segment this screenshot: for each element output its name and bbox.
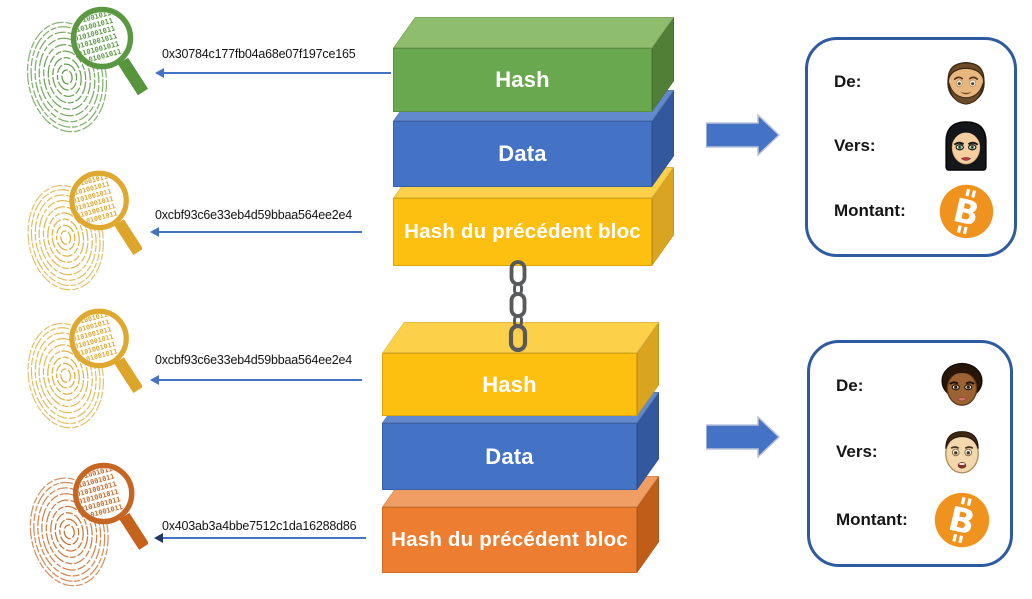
block-label: Hash du précédent bloc (391, 528, 628, 551)
transaction-from-row: De: (834, 55, 996, 109)
transaction-to-row: Vers: (834, 118, 996, 174)
block-bottom-layer-hash: Hash (382, 322, 660, 416)
hash-value: 0xcbf93c6e33eb4d59bbaa564ee2e4 (155, 353, 352, 367)
transaction-from-row: De: (836, 359, 992, 413)
left-arrow-icon (154, 533, 366, 543)
amount-label: Montant: (834, 201, 906, 220)
block-label: Hash (495, 67, 550, 92)
transaction-amount-row: Montant: B (836, 491, 992, 549)
from-label: De: (834, 71, 862, 91)
chain-link-icon (508, 260, 528, 352)
amount-label: Montant: (836, 509, 908, 529)
bitcoin-icon: B (936, 183, 996, 240)
block-bottom-layer-prev-hash: Hash du précédent bloc (382, 476, 660, 573)
woman-black-hair-face-icon (936, 118, 996, 174)
to-label: Vers: (834, 135, 876, 155)
right-arrow-icon (706, 114, 781, 156)
block-label: Hash du précédent bloc (404, 220, 641, 243)
block-top-face (393, 17, 675, 48)
man-beard-face-icon (936, 55, 996, 109)
hash-value: 0x403ab3a4bbe7512c1da16288d86 (162, 519, 357, 533)
to-label: Vers: (836, 441, 878, 461)
transaction-amount-row: Montant: B (834, 183, 996, 240)
hash-value: 0x30784c177fb04a68e07f197ce165 (162, 47, 356, 61)
block-top-layer-data: Data (393, 90, 675, 187)
transaction-to-row: Vers: (836, 424, 992, 480)
bitcoin-icon: B (932, 491, 992, 549)
transaction-card: De: Vers: (805, 37, 1017, 257)
block-label: Data (498, 141, 547, 166)
from-label: De: (836, 375, 864, 395)
left-arrow-icon (150, 227, 362, 237)
hash-value: 0xcbf93c6e33eb4d59bbaa564ee2e4 (155, 208, 352, 222)
block-label: Data (485, 443, 534, 469)
man-short-hair-face-icon (932, 424, 992, 480)
left-arrow-icon (150, 375, 362, 385)
block-top-layer-hash: Hash (393, 17, 675, 113)
block-label: Hash (482, 371, 537, 397)
block-bottom-layer-data: Data (382, 392, 660, 490)
transaction-card: De: Vers: (807, 340, 1013, 567)
block-top-layer-prev-hash: Hash du précédent bloc (393, 167, 675, 266)
woman-dark-skin-face-icon (932, 359, 992, 413)
left-arrow-icon (155, 68, 391, 78)
right-arrow-icon (706, 416, 781, 458)
